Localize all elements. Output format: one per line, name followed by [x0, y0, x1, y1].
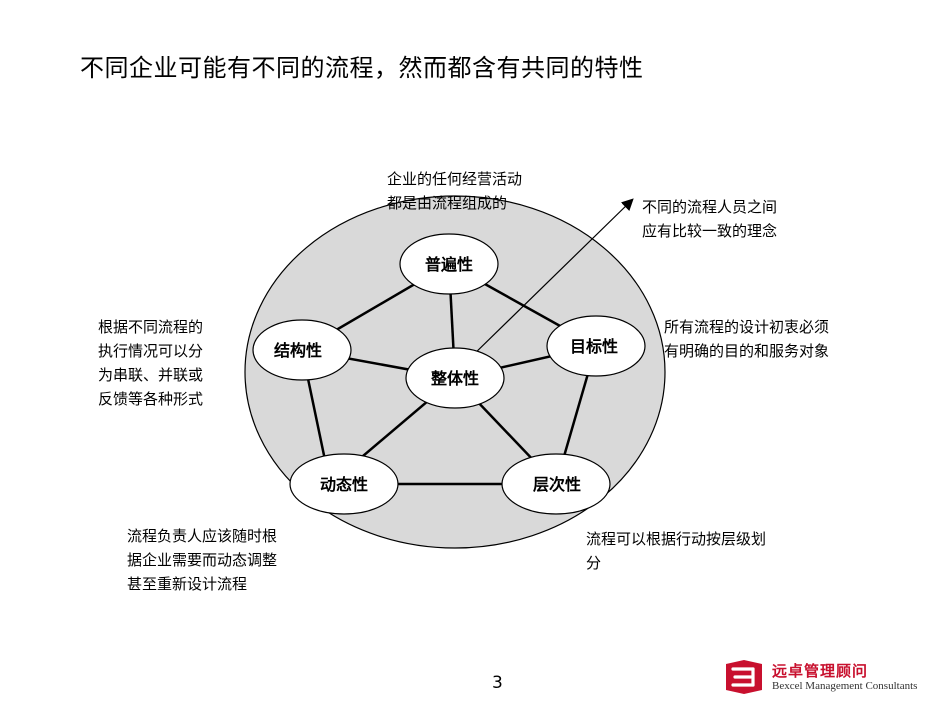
annotation-top: 企业的任何经营活动 都是由流程组成的 [387, 170, 523, 212]
arrow-line [467, 198, 634, 361]
node-bottom-right-label: 层次性 [533, 475, 581, 494]
logo-text-cn: 远卓管理顾问 [772, 662, 869, 680]
logo-mark-icon [726, 660, 762, 694]
annotation-bottom-left: 流程负责人应该随时根 据企业需要而动态调整 甚至重新设计流程 [127, 527, 278, 593]
annotation-right: 所有流程的设计初衷必须 有明确的目的和服务对象 [664, 318, 830, 360]
node-center-label: 整体性 [430, 369, 479, 388]
node-top-label: 普遍性 [425, 255, 473, 274]
logo-text-en: Bexcel Management Consultants [772, 680, 918, 692]
node-bottom-left-label: 动态性 [320, 475, 368, 494]
node-left: 结构性 [252, 319, 352, 381]
node-right: 目标性 [546, 315, 646, 377]
annotation-left: 根据不同流程的 执行情况可以分 为串联、并联或 反馈等各种形式 [98, 318, 204, 408]
node-left-label: 结构性 [273, 341, 322, 360]
node-right-label: 目标性 [570, 337, 618, 356]
node-top: 普遍性 [399, 233, 499, 295]
node-center: 整体性 [405, 347, 505, 409]
page-title: 不同企业可能有不同的流程，然而都含有共同的特性 [80, 54, 644, 82]
page-number: 3 [492, 673, 503, 693]
node-bottom-left: 动态性 [289, 453, 399, 515]
node-bottom-right: 层次性 [501, 453, 611, 515]
annotation-bottom-right: 流程可以根据行动按层级划 分 [586, 530, 767, 572]
annotation-top-right: 不同的流程人员之间 应有比较一致的理念 [642, 198, 778, 240]
company-logo: 远卓管理顾问 Bexcel Management Consultants [724, 660, 934, 698]
